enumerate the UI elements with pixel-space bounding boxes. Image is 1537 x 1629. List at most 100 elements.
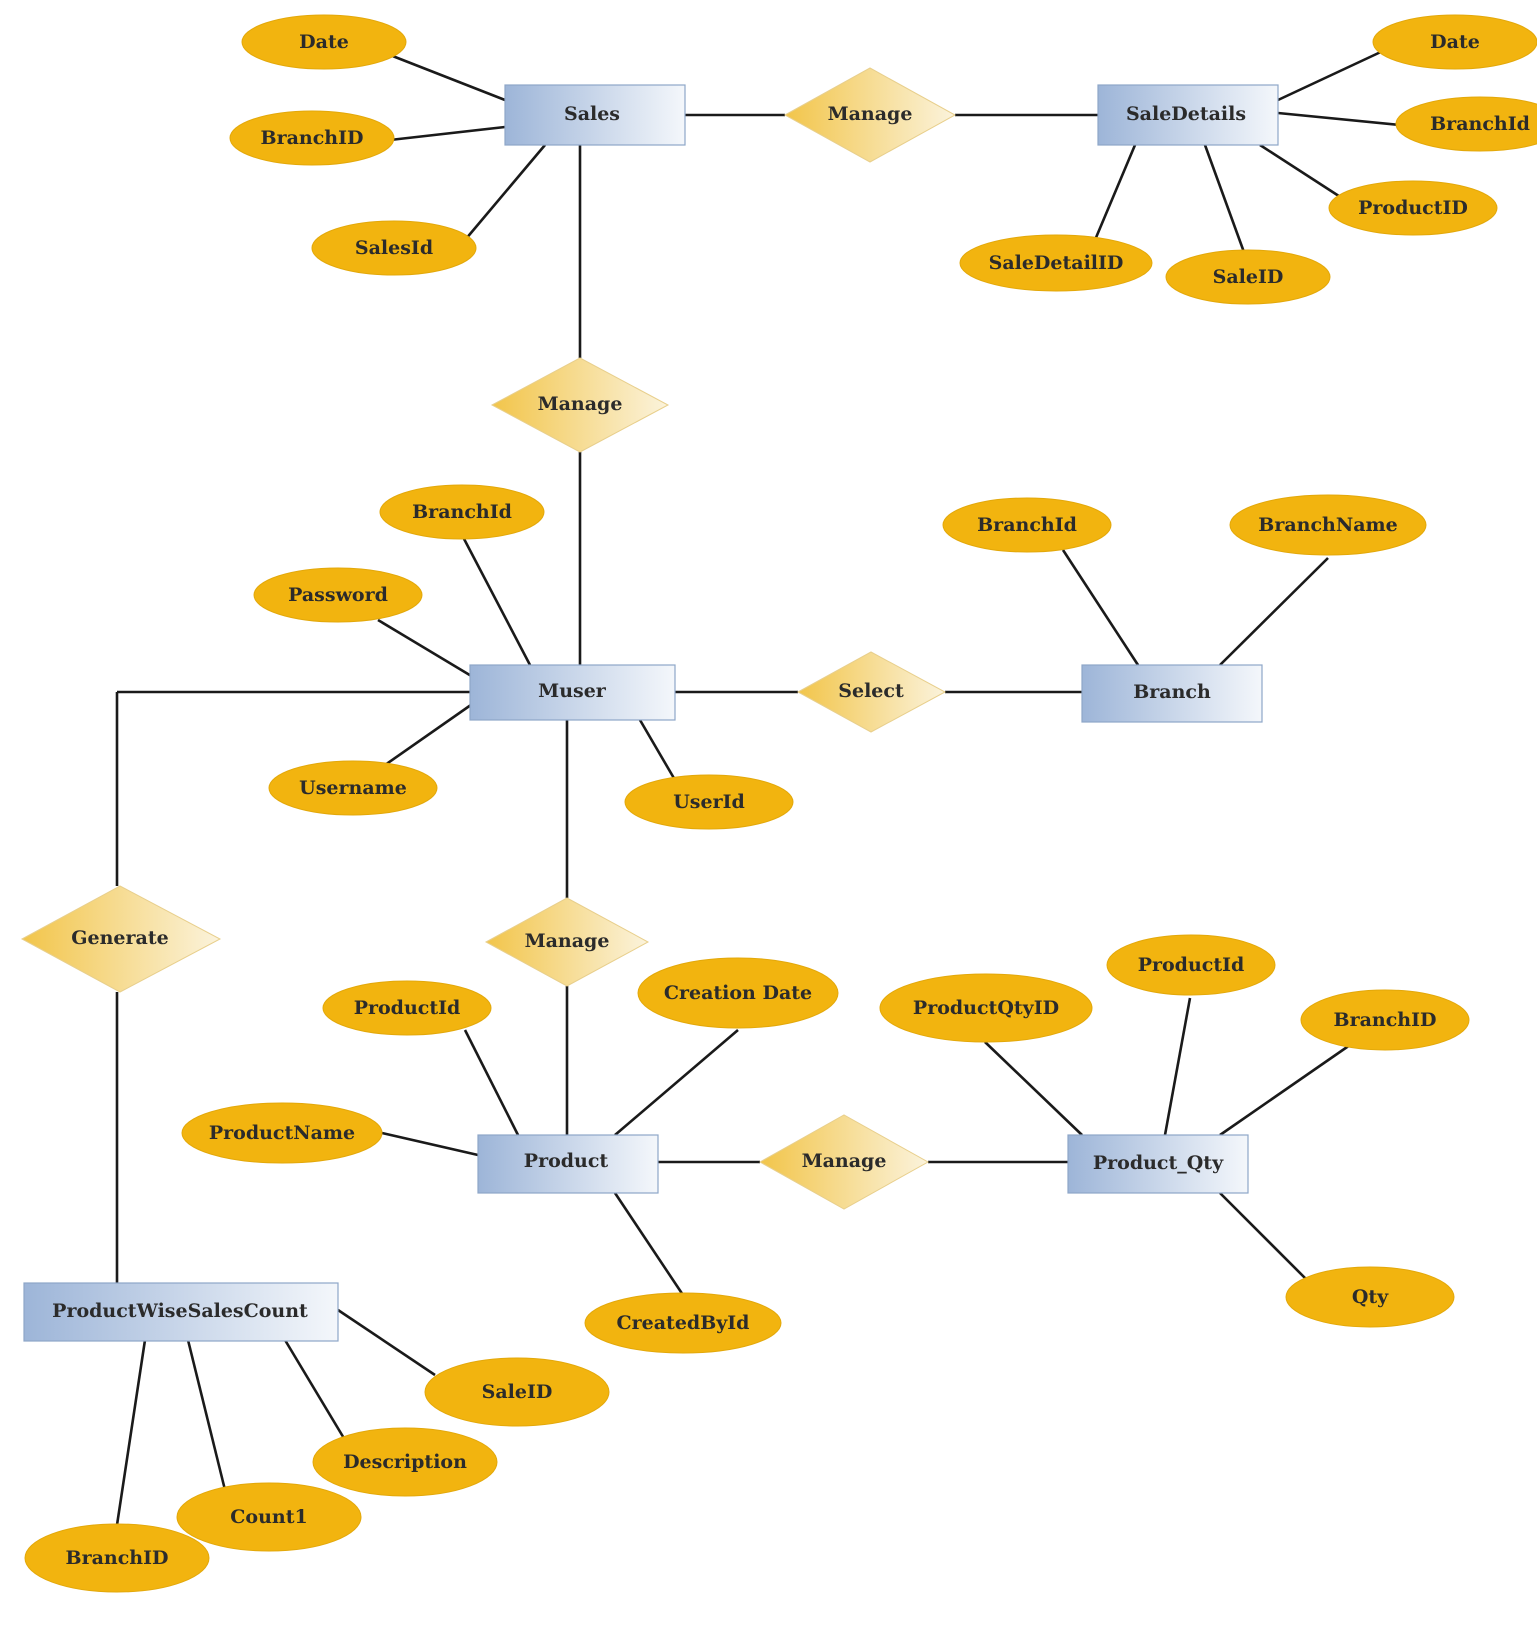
attribute-label: Count1: [230, 1506, 307, 1528]
entities: Sales SaleDetails Muser Branch Product P…: [23, 84, 1279, 1342]
entity-muser: Muser: [469, 664, 676, 721]
connector-branch-branchname: [1219, 557, 1329, 666]
attribute-label: BranchID: [66, 1547, 169, 1569]
connector-saledetails-saleid: [1203, 144, 1247, 256]
attribute-label: BranchId: [1430, 113, 1530, 135]
entity-label: Branch: [1133, 681, 1211, 703]
attributes: Date BranchID SalesId Date BranchId Prod…: [24, 14, 1537, 1593]
attribute-branch-branchname: BranchName: [1229, 494, 1427, 556]
entity-sales: Sales: [504, 84, 686, 146]
attribute-label: Date: [1430, 31, 1480, 53]
connector-product-createdbyid: [613, 1192, 687, 1299]
attribute-sales-branchid: BranchID: [229, 110, 395, 166]
attribute-label: BranchId: [977, 514, 1077, 536]
attribute-pwsc-saleid: SaleID: [424, 1357, 610, 1427]
attribute-label: CreatedById: [617, 1312, 750, 1334]
connector-pwsc-count1: [186, 1339, 227, 1491]
attribute-label: ProductId: [354, 997, 461, 1019]
relationship-label: Select: [838, 680, 904, 702]
attribute-branch-branchid: BranchId: [942, 497, 1112, 553]
relationship-label: Manage: [802, 1150, 887, 1172]
attribute-label: BranchID: [1334, 1009, 1437, 1031]
entity-label: SaleDetails: [1126, 103, 1246, 125]
relationship-label: Manage: [828, 103, 913, 125]
entity-label: Product: [524, 1150, 609, 1172]
attribute-product-productname: ProductName: [181, 1102, 383, 1164]
attribute-label: Description: [343, 1451, 467, 1473]
attribute-product-productid: ProductId: [322, 980, 492, 1036]
entity-label: Product_Qty: [1093, 1152, 1224, 1174]
connector-pwsc-branchid: [115, 1339, 147, 1526]
attribute-saledetails-date: Date: [1372, 14, 1537, 70]
entity-label: Sales: [564, 103, 620, 125]
attribute-label: Password: [288, 584, 388, 606]
entity-label: ProductWiseSalesCount: [52, 1300, 308, 1322]
connector-product-productid: [463, 1029, 520, 1136]
attribute-label: ProductId: [1138, 954, 1245, 976]
attribute-muser-password: Password: [253, 567, 423, 623]
attribute-pwsc-branchid: BranchID: [24, 1523, 210, 1593]
attribute-label: Username: [299, 777, 407, 799]
attribute-label: Qty: [1352, 1286, 1389, 1308]
attribute-label: BranchName: [1258, 514, 1397, 536]
attribute-label: Creation Date: [664, 982, 812, 1004]
attribute-saledetails-saledetailid: SaleDetailID: [959, 234, 1153, 292]
connector-muser-password: [377, 618, 479, 682]
attribute-productqty-productid: ProductId: [1106, 934, 1276, 996]
attribute-sales-salesid: SalesId: [311, 220, 477, 276]
connectors: [115, 48, 1401, 1526]
connector-product-productname: [381, 1131, 479, 1157]
entity-product-qty: Product_Qty: [1067, 1134, 1249, 1194]
connector-saledetails-date: [1277, 48, 1386, 102]
relationship-label: Manage: [525, 930, 610, 952]
attribute-label: UserId: [673, 791, 745, 813]
entity-product: Product: [477, 1134, 659, 1194]
connector-pwsc-saleid: [337, 1308, 436, 1377]
attribute-label: SaleDetailID: [989, 252, 1124, 274]
relationship-muser-branch: Select: [796, 651, 947, 733]
relationships: Manage Manage Select Manage Generate Man…: [20, 67, 957, 1210]
connector-muser-username: [384, 698, 479, 767]
attribute-label: SaleID: [482, 1381, 553, 1403]
relationship-muser-product: Manage: [484, 897, 650, 987]
connector-muser-branchid: [460, 534, 532, 666]
attribute-product-createdbyid: CreatedById: [584, 1292, 782, 1354]
entity-branch: Branch: [1081, 664, 1263, 723]
entity-sale-details: SaleDetails: [1097, 84, 1279, 146]
attribute-sales-date: Date: [241, 14, 407, 70]
connector-saledetails-branchid: [1277, 111, 1401, 127]
attribute-saledetails-branchid: BranchId: [1395, 96, 1537, 152]
attribute-pwsc-description: Description: [312, 1427, 498, 1497]
relationship-product-productqty: Manage: [758, 1114, 930, 1210]
connector-saledetails-saledetailid: [1093, 144, 1137, 241]
attribute-label: ProductQtyID: [913, 997, 1059, 1019]
connector-productqty-branchid: [1219, 1043, 1351, 1137]
attribute-muser-userid: UserId: [624, 774, 794, 830]
connector-sales-branchid: [389, 125, 506, 142]
relationship-muser-sales: Manage: [490, 357, 670, 453]
connector-branch-branchid: [1061, 549, 1140, 666]
connector-pwsc-description: [283, 1339, 347, 1441]
connector-productqty-qty: [1219, 1192, 1311, 1284]
attribute-label: BranchId: [412, 501, 512, 523]
attribute-label: ProductName: [209, 1122, 355, 1144]
entity-product-wise-sales-count: ProductWiseSalesCount: [23, 1282, 339, 1342]
relationship-label: Manage: [538, 393, 623, 415]
entity-label: Muser: [538, 680, 607, 702]
attribute-saledetails-productid: ProductID: [1328, 180, 1498, 236]
attribute-product-creationdate: Creation Date: [637, 957, 839, 1029]
attribute-label: SalesId: [355, 237, 433, 259]
relationship-sales-saledetails: Manage: [783, 67, 957, 163]
attribute-pwsc-count1: Count1: [176, 1482, 362, 1552]
attribute-productqty-qty: Qty: [1285, 1266, 1455, 1328]
attribute-productqty-productqtyid: ProductQtyID: [879, 973, 1093, 1043]
attribute-label: ProductID: [1358, 197, 1468, 219]
attribute-label: BranchID: [261, 127, 364, 149]
relationship-muser-productwisesalescount: Generate: [20, 885, 222, 993]
relationship-label: Generate: [71, 927, 168, 949]
connector-saledetails-productid: [1259, 143, 1346, 202]
connector-productqty-productid: [1163, 997, 1192, 1136]
attribute-productqty-branchid: BranchID: [1300, 989, 1470, 1051]
connector-sales-date: [389, 53, 506, 102]
connector-sales-salesid: [464, 144, 546, 241]
